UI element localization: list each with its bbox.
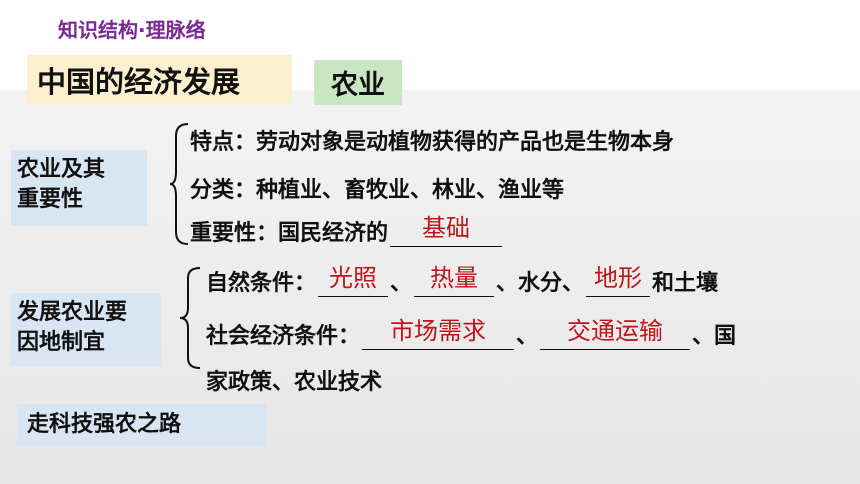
natural-conditions-line: 自然条件：光照、热量、水分、地形和土壤 <box>206 264 718 297</box>
importance-blank: 基础 <box>390 214 503 247</box>
social-blank-1: 市场需求 <box>362 317 515 350</box>
natural-answer-3: 地形 <box>594 264 643 292</box>
section2-brace <box>179 267 201 369</box>
social-blank-2: 交通运输 <box>540 317 691 350</box>
social-answer-1: 市场需求 <box>390 317 487 345</box>
importance-answer: 基础 <box>422 214 471 242</box>
section1-item-importance: 重要性：国民经济的基础 <box>190 214 504 247</box>
section1-label-box: 农业及其 重要性 <box>11 150 147 226</box>
natural-blank-3: 地形 <box>586 264 651 297</box>
social-answer-2: 交通运输 <box>567 317 664 345</box>
section1-brace <box>169 123 189 245</box>
social-conditions-line2: 家政策、农业技术 <box>206 370 383 395</box>
topic-tag: 农业 <box>314 60 402 105</box>
section1-label-line1: 农业及其 <box>17 157 106 182</box>
section2-label-line2: 因地制宜 <box>17 330 106 355</box>
section2-label-line1: 发展农业要 <box>17 300 128 325</box>
natural-answer-2: 热量 <box>430 264 479 292</box>
section2-label-box: 发展农业要 因地制宜 <box>11 293 161 366</box>
section3-label-box: 走科技强农之路 <box>17 404 266 446</box>
social-conditions-line: 社会经济条件：市场需求、交通运输、国 <box>206 317 736 350</box>
natural-answer-1: 光照 <box>329 264 378 292</box>
topic-tag-text: 农业 <box>331 70 385 101</box>
section1-label-line2: 重要性 <box>17 187 84 212</box>
natural-blank-1: 光照 <box>318 264 389 297</box>
section1-item-category: 分类：种植业、畜牧业、林业、渔业等 <box>190 178 565 203</box>
section3-label: 走科技强农之路 <box>27 412 182 437</box>
page-title: 中国的经济发展 <box>27 55 292 104</box>
page-title-text: 中国的经济发展 <box>37 64 241 99</box>
section1-item-feature: 特点：劳动对象是动植物获得的产品也是生物本身 <box>190 130 675 155</box>
natural-blank-2: 热量 <box>414 264 495 297</box>
section-header: 知识结构·理脉络 <box>58 18 206 42</box>
